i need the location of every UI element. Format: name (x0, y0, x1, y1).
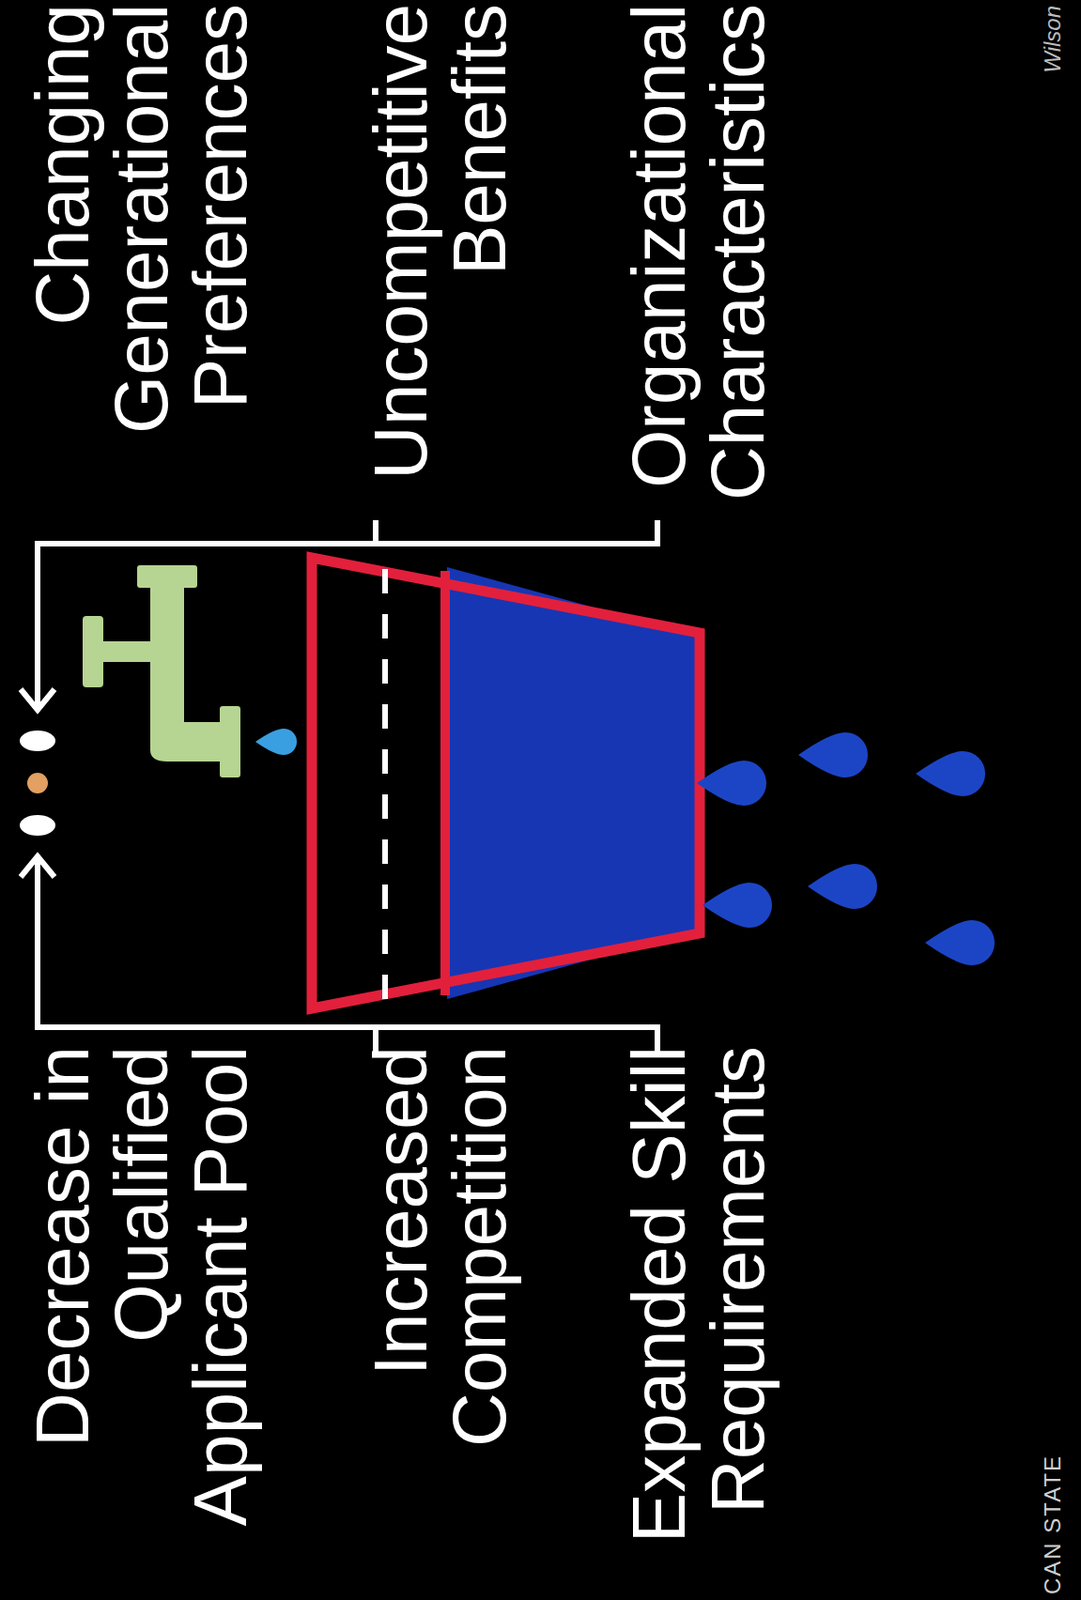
dot (27, 772, 48, 794)
water-drop (255, 728, 297, 756)
full-level-line (382, 567, 388, 1000)
water-fill (447, 567, 700, 1000)
cause-label: Uncompetitive Benefits (361, 3, 520, 516)
water-line (440, 571, 450, 996)
arrow-head (20, 856, 55, 878)
logo-text: CAN STATE (1040, 1454, 1065, 1595)
dot (19, 815, 56, 836)
cause-label: Decrease in Qualified Applicant Pool (23, 1046, 261, 1559)
cause-label: Expanded Skill Requirements (619, 1046, 778, 1559)
arrow-head (20, 689, 55, 711)
cause-label: Organizational Characteristics (619, 3, 778, 516)
cause-label: Changing Generational Preferences (23, 3, 261, 516)
bucket (311, 557, 700, 1009)
faucet (82, 565, 241, 778)
citation: Wilson (1040, 5, 1065, 136)
leak-drops (696, 732, 995, 966)
cause-label: Increased Competition (361, 1046, 520, 1559)
dot (19, 730, 56, 752)
